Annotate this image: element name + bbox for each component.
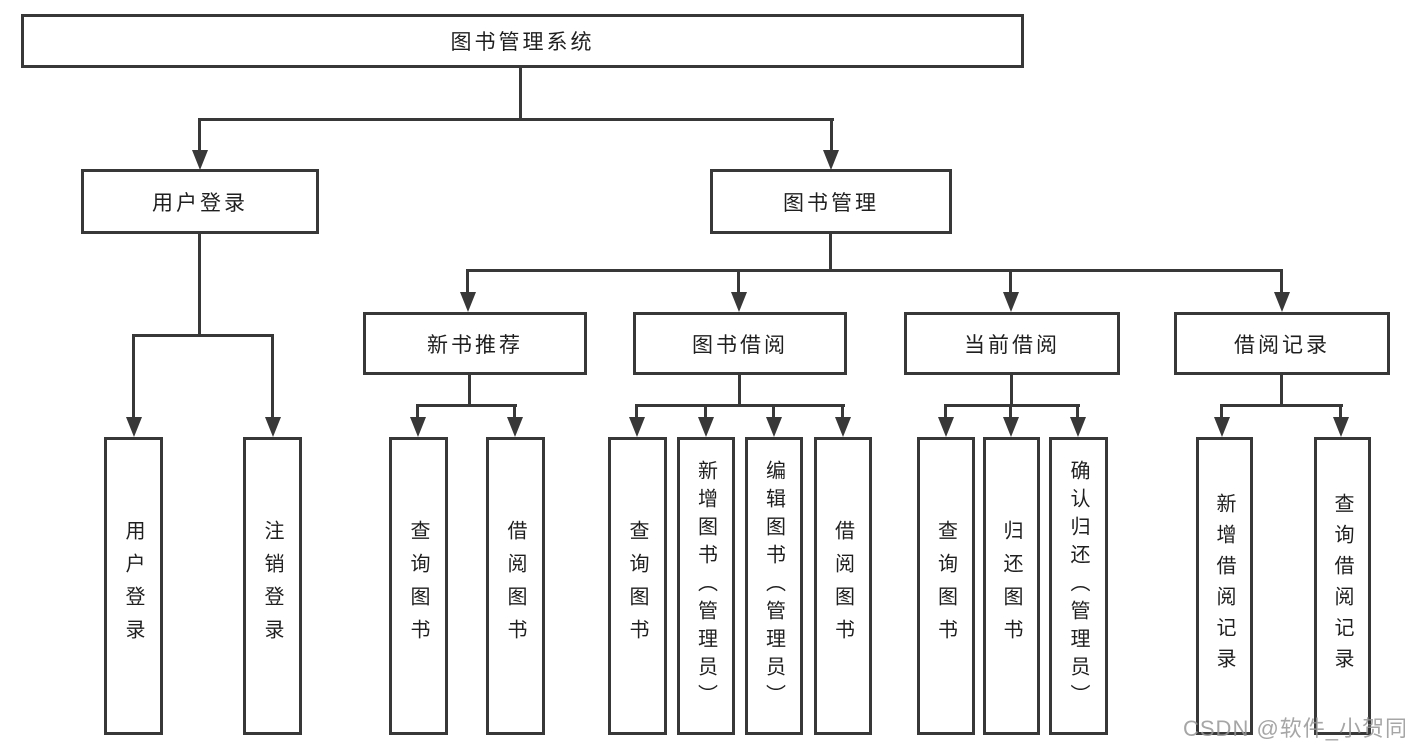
node-user-login: 用户登录 (81, 169, 319, 234)
connector-line (772, 404, 775, 422)
leaf-borrow-books-2-label: 借阅图书 (831, 520, 854, 652)
arrow-down-icon (460, 292, 476, 312)
arrow-down-icon (507, 417, 523, 437)
connector-line (738, 373, 741, 407)
connector-line (1220, 404, 1223, 422)
connector-line (1280, 269, 1283, 296)
arrow-down-icon (1003, 417, 1019, 437)
csdn-watermark: CSDN @软件_小贺同学 (1183, 716, 1405, 741)
leaf-logout: 注销登录 (243, 437, 302, 735)
connector-line (519, 66, 522, 120)
node-new-book-recommend: 新书推荐 (363, 312, 587, 375)
connector-line (829, 232, 832, 272)
leaf-add-borrow-record: 新增借阅记录 (1196, 437, 1253, 735)
arrow-down-icon (192, 150, 208, 170)
connector-line (1339, 404, 1342, 422)
leaf-confirm-return-admin-label: 确认归还（管理员） (1067, 460, 1089, 712)
arrow-down-icon (1214, 417, 1230, 437)
connector-line (198, 118, 834, 121)
connector-line (416, 404, 419, 422)
connector-line (944, 404, 947, 422)
leaf-edit-books-admin-label: 编辑图书（管理员） (762, 460, 785, 712)
arrow-down-icon (938, 417, 954, 437)
node-borrow-records: 借阅记录 (1174, 312, 1390, 375)
node-book-borrow: 图书借阅 (633, 312, 847, 375)
connector-line (1280, 373, 1283, 407)
arrow-down-icon (698, 417, 714, 437)
leaf-borrow-books-2: 借阅图书 (814, 437, 872, 735)
arrow-down-icon (410, 417, 426, 437)
leaf-return-books: 归还图书 (983, 437, 1040, 735)
arrow-down-icon (1070, 417, 1086, 437)
connector-line (830, 118, 833, 154)
arrow-down-icon (835, 417, 851, 437)
arrow-down-icon (1274, 292, 1290, 312)
leaf-query-borrow-record-label: 查询借阅记录 (1331, 493, 1353, 679)
connector-line (1009, 269, 1012, 296)
leaf-add-books-admin-label: 新增图书（管理员） (694, 460, 717, 712)
leaf-user-login: 用户登录 (104, 437, 163, 735)
node-book-management: 图书管理 (710, 169, 952, 234)
leaf-return-books-label: 归还图书 (1000, 520, 1022, 652)
arrow-down-icon (1003, 292, 1019, 312)
connector-line (1009, 404, 1012, 422)
arrow-down-icon (731, 292, 747, 312)
connector-line (198, 118, 201, 154)
leaf-logout-label: 注销登录 (261, 520, 283, 652)
leaf-query-books-2-label: 查询图书 (626, 520, 648, 652)
connector-line (132, 334, 135, 420)
leaf-edit-books-admin: 编辑图书（管理员） (745, 437, 803, 735)
leaf-borrow-books-1: 借阅图书 (486, 437, 545, 735)
connector-line (1010, 373, 1013, 407)
connector-line (416, 404, 517, 407)
arrow-down-icon (766, 417, 782, 437)
connector-line (1076, 404, 1079, 422)
leaf-query-books-1: 查询图书 (389, 437, 448, 735)
connector-line (704, 404, 707, 422)
leaf-add-borrow-record-label: 新增借阅记录 (1213, 493, 1235, 679)
connector-line (513, 404, 516, 422)
leaf-add-books-admin: 新增图书（管理员） (677, 437, 735, 735)
arrow-down-icon (1333, 417, 1349, 437)
arrow-down-icon (126, 417, 142, 437)
connector-line (635, 404, 845, 407)
node-root-library-management-system: 图书管理系统 (21, 14, 1024, 68)
leaf-query-books-3-label: 查询图书 (934, 520, 957, 652)
arrow-down-icon (265, 417, 281, 437)
connector-line (466, 269, 469, 296)
leaf-user-login-label: 用户登录 (122, 520, 144, 652)
leaf-query-books-3: 查询图书 (917, 437, 975, 735)
connector-line (468, 373, 471, 407)
arrow-down-icon (823, 150, 839, 170)
leaf-borrow-books-1-label: 借阅图书 (504, 520, 526, 652)
connector-line (198, 232, 201, 337)
leaf-query-borrow-record: 查询借阅记录 (1314, 437, 1371, 735)
node-current-borrow: 当前借阅 (904, 312, 1120, 375)
connector-line (132, 334, 274, 337)
leaf-query-books-2: 查询图书 (608, 437, 667, 735)
connector-line (271, 334, 274, 420)
connector-line (737, 269, 740, 296)
connector-line (466, 269, 1283, 272)
leaf-confirm-return-admin: 确认归还（管理员） (1049, 437, 1108, 735)
connector-line (1220, 404, 1343, 407)
connector-line (635, 404, 638, 422)
arrow-down-icon (629, 417, 645, 437)
connector-line (944, 404, 1080, 407)
leaf-query-books-1-label: 查询图书 (407, 520, 429, 652)
connector-line (841, 404, 844, 422)
